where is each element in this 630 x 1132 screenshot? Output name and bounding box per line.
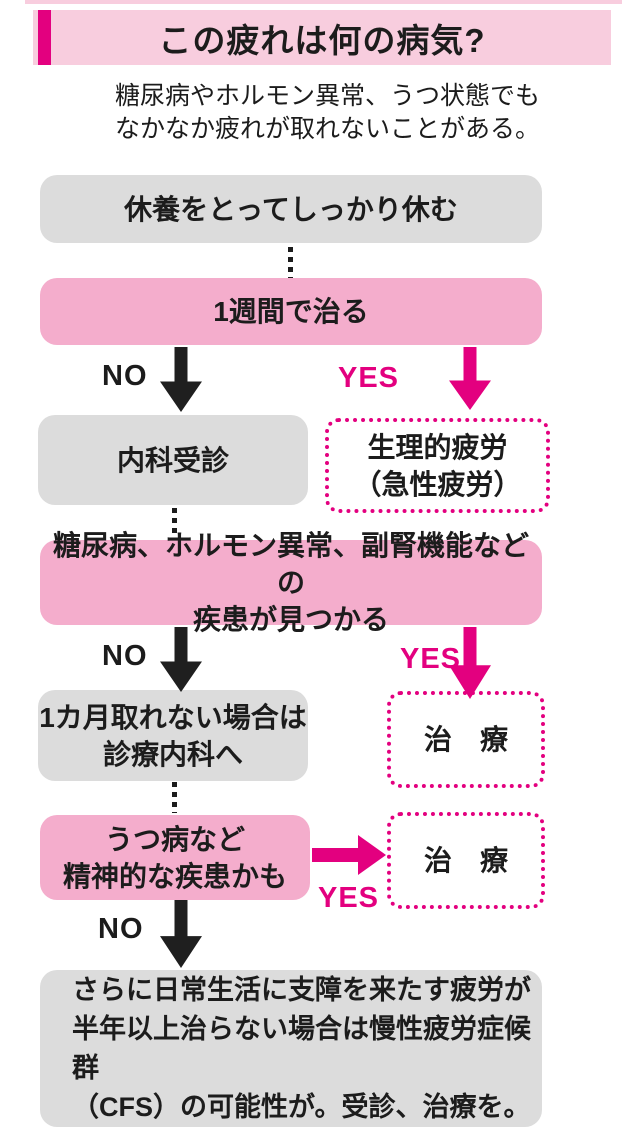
node-disease-found-line-2: 疾患が見つかる xyxy=(192,604,389,635)
node-depression-line-2: 精神的な疾患かも xyxy=(62,860,287,892)
node-depression: うつ病など 精神的な疾患かも xyxy=(40,815,310,900)
node-internal-medicine-label: 内科受診 xyxy=(116,444,229,476)
node-internal-medicine: 内科受診 xyxy=(38,415,308,505)
dotted-connector-3 xyxy=(172,782,177,813)
no-label-3: NO xyxy=(98,913,144,945)
node-one-month: 1カ月取れない場合は 診療内科へ xyxy=(38,690,308,781)
node-rest: 休養をとってしっかり休む xyxy=(40,175,542,243)
node-one-month-line-1: 1カ月取れない場合は xyxy=(39,701,307,733)
yes-label-3: YES xyxy=(318,882,380,914)
page-title: この疲れは何の病気? xyxy=(158,21,486,59)
node-cfs-line-1: さらに日常生活に支障を来たす疲労が xyxy=(72,974,531,1005)
node-cfs-line-2: 半年以上治らない場合は慢性疲労症候群 xyxy=(72,1013,531,1083)
no-arrow-down-icon-2 xyxy=(159,627,203,692)
no-label-2: NO xyxy=(102,640,148,672)
node-cfs-line-3: （CFS）の可能性が。受診、治療を。 xyxy=(72,1091,531,1122)
intro-line-1: 糖尿病やホルモン異常、うつ状態でも xyxy=(115,82,541,110)
node-treatment-1: 治 療 xyxy=(387,691,545,788)
yes-arrow-down-icon-1 xyxy=(448,347,492,410)
no-arrow-down-icon-3 xyxy=(159,900,203,968)
yes-label-2: YES xyxy=(400,643,462,675)
node-physiological-fatigue: 生理的疲労 （急性疲労） xyxy=(325,418,550,513)
node-cfs: さらに日常生活に支障を来たす疲労が 半年以上治らない場合は慢性疲労症候群 （CF… xyxy=(40,970,542,1127)
header-band: この疲れは何の病気? xyxy=(33,10,611,65)
node-disease-found-line-1: 糖尿病、ホルモン異常、副腎機能などの xyxy=(52,530,529,598)
node-treatment-2: 治 療 xyxy=(387,812,545,909)
node-physiological-fatigue-line-2: （急性疲労） xyxy=(353,468,522,500)
node-treatment-1-label: 治 療 xyxy=(423,724,508,755)
node-rest-label: 休養をとってしっかり休む xyxy=(124,193,458,225)
node-disease-found: 糖尿病、ホルモン異常、副腎機能などの 疾患が見つかる xyxy=(40,530,542,635)
dotted-connector-1 xyxy=(288,247,293,278)
no-arrow-down-icon-1 xyxy=(159,347,203,412)
intro-text: 糖尿病やホルモン異常、うつ状態でも なかなか疲れが取れないことがある。 xyxy=(115,80,575,146)
yes-label-1: YES xyxy=(338,362,400,394)
yes-arrow-down-icon-2 xyxy=(448,627,492,699)
node-heal-week-label: 1週間で治る xyxy=(213,296,369,327)
node-one-month-line-2: 診療内科へ xyxy=(102,738,243,770)
node-depression-line-1: うつ病など xyxy=(104,823,245,855)
no-label-1: NO xyxy=(102,360,148,392)
node-heal-week: 1週間で治る xyxy=(40,278,542,345)
top-edge-band xyxy=(25,0,622,4)
header-accent-bar xyxy=(38,10,51,65)
node-treatment-2-label: 治 療 xyxy=(423,845,508,876)
node-physiological-fatigue-line-1: 生理的疲労 xyxy=(367,431,508,463)
yes-arrow-right-icon xyxy=(312,835,386,875)
dotted-connector-2 xyxy=(172,508,177,539)
intro-line-2: なかなか疲れが取れないことがある。 xyxy=(115,115,541,143)
